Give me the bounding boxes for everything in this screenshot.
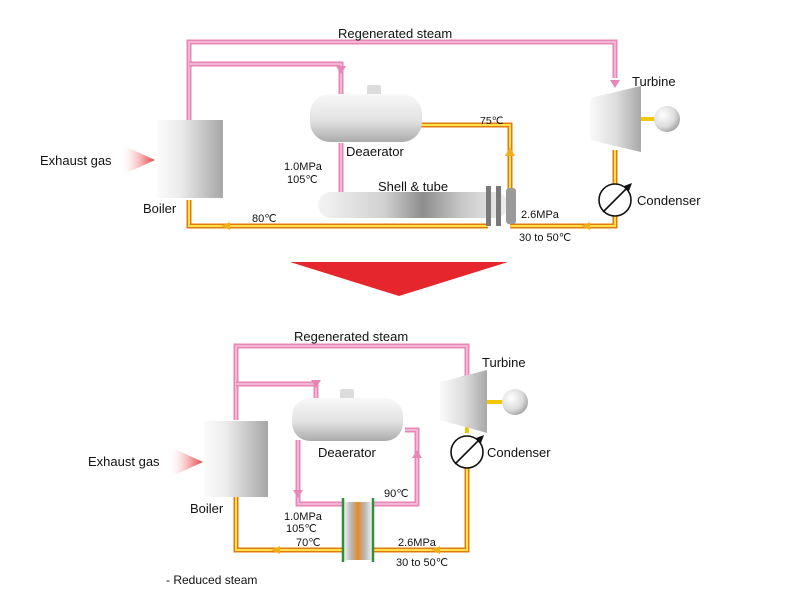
- bottom-regenerated-steam-label: Regenerated steam: [294, 329, 408, 344]
- bottom-feed-temperature: 90℃: [384, 488, 409, 500]
- water-flow-arrow-icon: [221, 222, 230, 230]
- bottom-boiler: [204, 421, 268, 497]
- top-diagram: Regenerated steam Turbine Exhaust gas Bo…: [40, 26, 701, 244]
- steam-flow-arrow-icon: [336, 66, 346, 74]
- steam-flow-arrow-icon: [311, 380, 321, 388]
- bottom-turbine: [440, 370, 528, 433]
- steam-flow-arrow-icon: [293, 490, 303, 498]
- steam-flow-arrow-icon: [610, 80, 620, 88]
- bottom-condenser: [450, 435, 484, 469]
- reduced-steam-note: - Reduced steam: [166, 573, 257, 587]
- top-regenerated-steam-label: Regenerated steam: [338, 26, 452, 41]
- top-deaerator-label: Deaerator: [346, 144, 404, 159]
- top-boiler-label: Boiler: [143, 201, 177, 216]
- bottom-return-temperature: 70℃: [296, 537, 321, 549]
- top-exhaust-gas-label: Exhaust gas: [40, 153, 112, 168]
- top-deaerator-pressure: 1.0MPa: [284, 161, 323, 173]
- bottom-deaerator: [292, 389, 403, 441]
- top-condenser: [598, 183, 632, 217]
- bottom-deaerator-label: Deaerator: [318, 445, 376, 460]
- top-deaerator-temperature: 105℃: [287, 174, 318, 186]
- top-return-temperature: 80℃: [252, 213, 277, 225]
- bottom-condenser-temperature: 30 to 50℃: [396, 557, 448, 569]
- top-shell-tube-label: Shell & tube: [378, 179, 448, 194]
- top-turbine: [590, 86, 680, 152]
- bottom-condenser-label: Condenser: [487, 445, 551, 460]
- exhaust-arrow-icon: [120, 144, 155, 176]
- top-deaerator: [310, 85, 422, 142]
- bottom-turbine-label: Turbine: [482, 355, 526, 370]
- bottom-boiler-label: Boiler: [190, 501, 224, 516]
- top-feed-temperature: 75℃: [480, 115, 504, 127]
- water-flow-arrow-icon: [431, 546, 440, 554]
- top-condenser-pressure: 2.6MPa: [521, 209, 560, 221]
- top-turbine-label: Turbine: [632, 74, 676, 89]
- bottom-diagram: Regenerated steam Turbine Exhaust gas Bo…: [88, 329, 551, 587]
- water-flow-arrow-icon: [271, 546, 280, 554]
- water-flow-arrow-icon: [581, 222, 590, 230]
- top-condenser-temperature: 30 to 50℃: [519, 232, 571, 244]
- top-water-pipes: [186, 117, 660, 230]
- water-flow-arrow-icon: [505, 147, 515, 156]
- bottom-plate-exchanger: [341, 498, 375, 562]
- bottom-exhaust-gas-label: Exhaust gas: [88, 454, 160, 469]
- down-triangle-arrow-icon: [290, 262, 508, 296]
- bottom-deaerator-temperature: 105℃: [286, 523, 317, 535]
- bottom-condenser-pressure: 2.6MPa: [398, 537, 437, 549]
- top-boiler: [157, 120, 223, 198]
- top-steam-pipes: [186, 39, 620, 193]
- steam-flow-arrow-icon: [412, 450, 422, 458]
- top-shell-tube-exchanger: [318, 186, 516, 226]
- bottom-deaerator-pressure: 1.0MPa: [284, 511, 323, 523]
- top-condenser-label: Condenser: [637, 193, 701, 208]
- exhaust-arrow-icon: [168, 446, 203, 478]
